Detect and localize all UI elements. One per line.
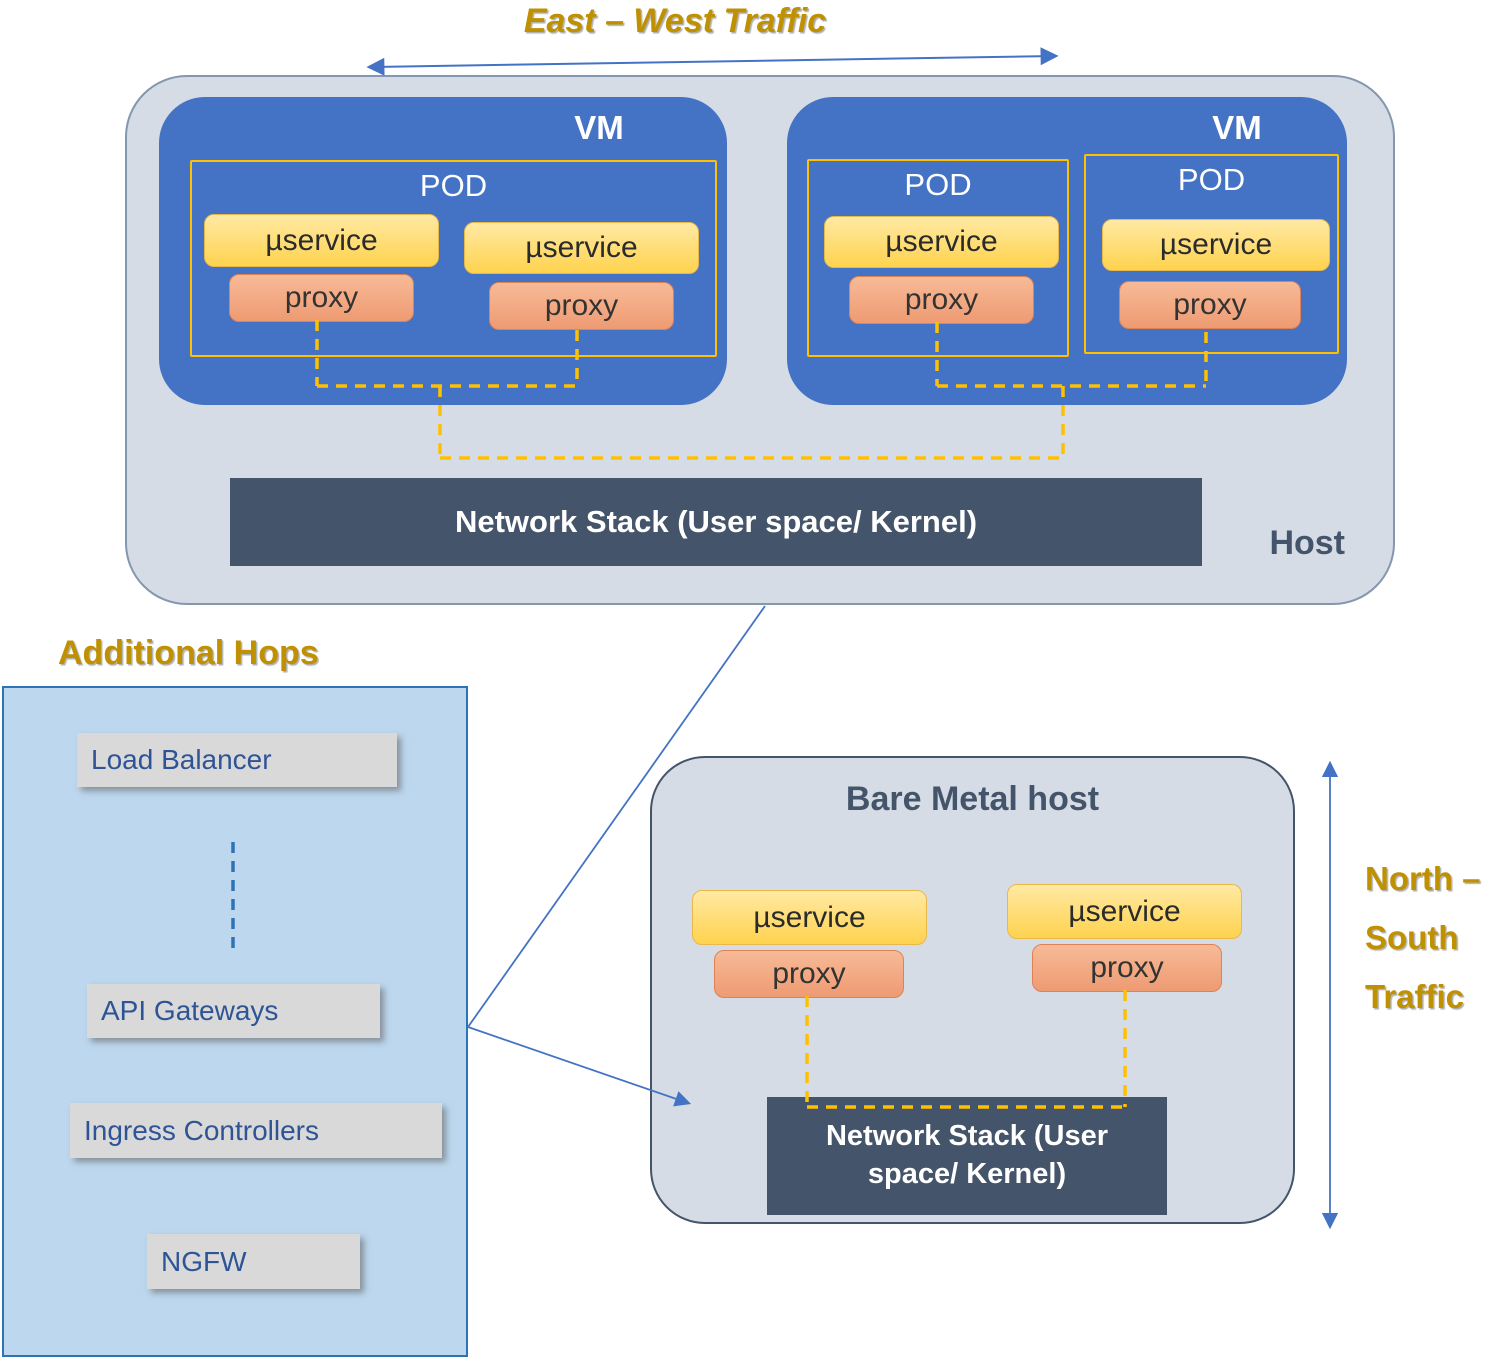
microservice-box: µservice [824, 216, 1059, 268]
host-label: Host [1269, 524, 1345, 562]
pod-label: POD [1177, 162, 1246, 197]
hop-item-api-gateways: API Gateways [87, 984, 380, 1038]
north-south-line-2: South [1365, 919, 1459, 956]
bare-metal-network-stack: Network Stack (User space/ Kernel) [767, 1097, 1167, 1215]
pod-box-2: POD µservice proxy [807, 159, 1069, 357]
pod-label: POD [904, 167, 972, 202]
vm-label: VM [574, 109, 624, 146]
hop-item-ingress-controllers: Ingress Controllers [70, 1103, 442, 1158]
vm-box-2: VM POD µservice proxy POD µservice proxy [787, 97, 1347, 405]
pod-label: POD [419, 168, 488, 203]
pod-box-3: POD µservice proxy [1084, 154, 1339, 354]
proxy-box: proxy [1032, 944, 1222, 992]
hop-item-ngfw: NGFW [147, 1234, 360, 1289]
north-south-line-3: Traffic [1365, 978, 1465, 1015]
proxy-box: proxy [229, 274, 414, 322]
north-south-line-1: North – [1365, 860, 1481, 897]
host-container: VM POD µservice proxy µservice proxy VM … [125, 75, 1395, 605]
north-south-traffic-title: North – South Traffic [1365, 862, 1481, 1039]
microservice-box: µservice [1102, 219, 1330, 271]
east-west-arrow [366, 47, 1059, 76]
microservice-box: µservice [1007, 884, 1242, 939]
bare-metal-title: Bare Metal host [845, 780, 1100, 818]
vm-label: VM [1212, 109, 1262, 146]
pod-box-1: POD µservice proxy µservice proxy [190, 160, 717, 357]
east-west-traffic-title: East – West Traffic [523, 2, 827, 40]
microservice-box: µservice [692, 890, 927, 945]
additional-hops-box: Load Balancer API Gateways Ingress Contr… [2, 686, 468, 1357]
vm-box-1: VM POD µservice proxy µservice proxy [159, 97, 727, 405]
bare-metal-host: Bare Metal host µservice proxy µservice … [650, 756, 1295, 1224]
microservice-box: µservice [204, 214, 439, 267]
proxy-box: proxy [849, 276, 1034, 324]
proxy-box: proxy [714, 950, 904, 998]
proxy-box: proxy [489, 282, 674, 330]
additional-hops-title: Additional Hops [58, 634, 319, 672]
microservice-box: µservice [464, 222, 699, 274]
proxy-box: proxy [1119, 281, 1301, 329]
host-network-stack: Network Stack (User space/ Kernel) [230, 478, 1202, 566]
hop-item-load-balancer: Load Balancer [77, 733, 397, 787]
